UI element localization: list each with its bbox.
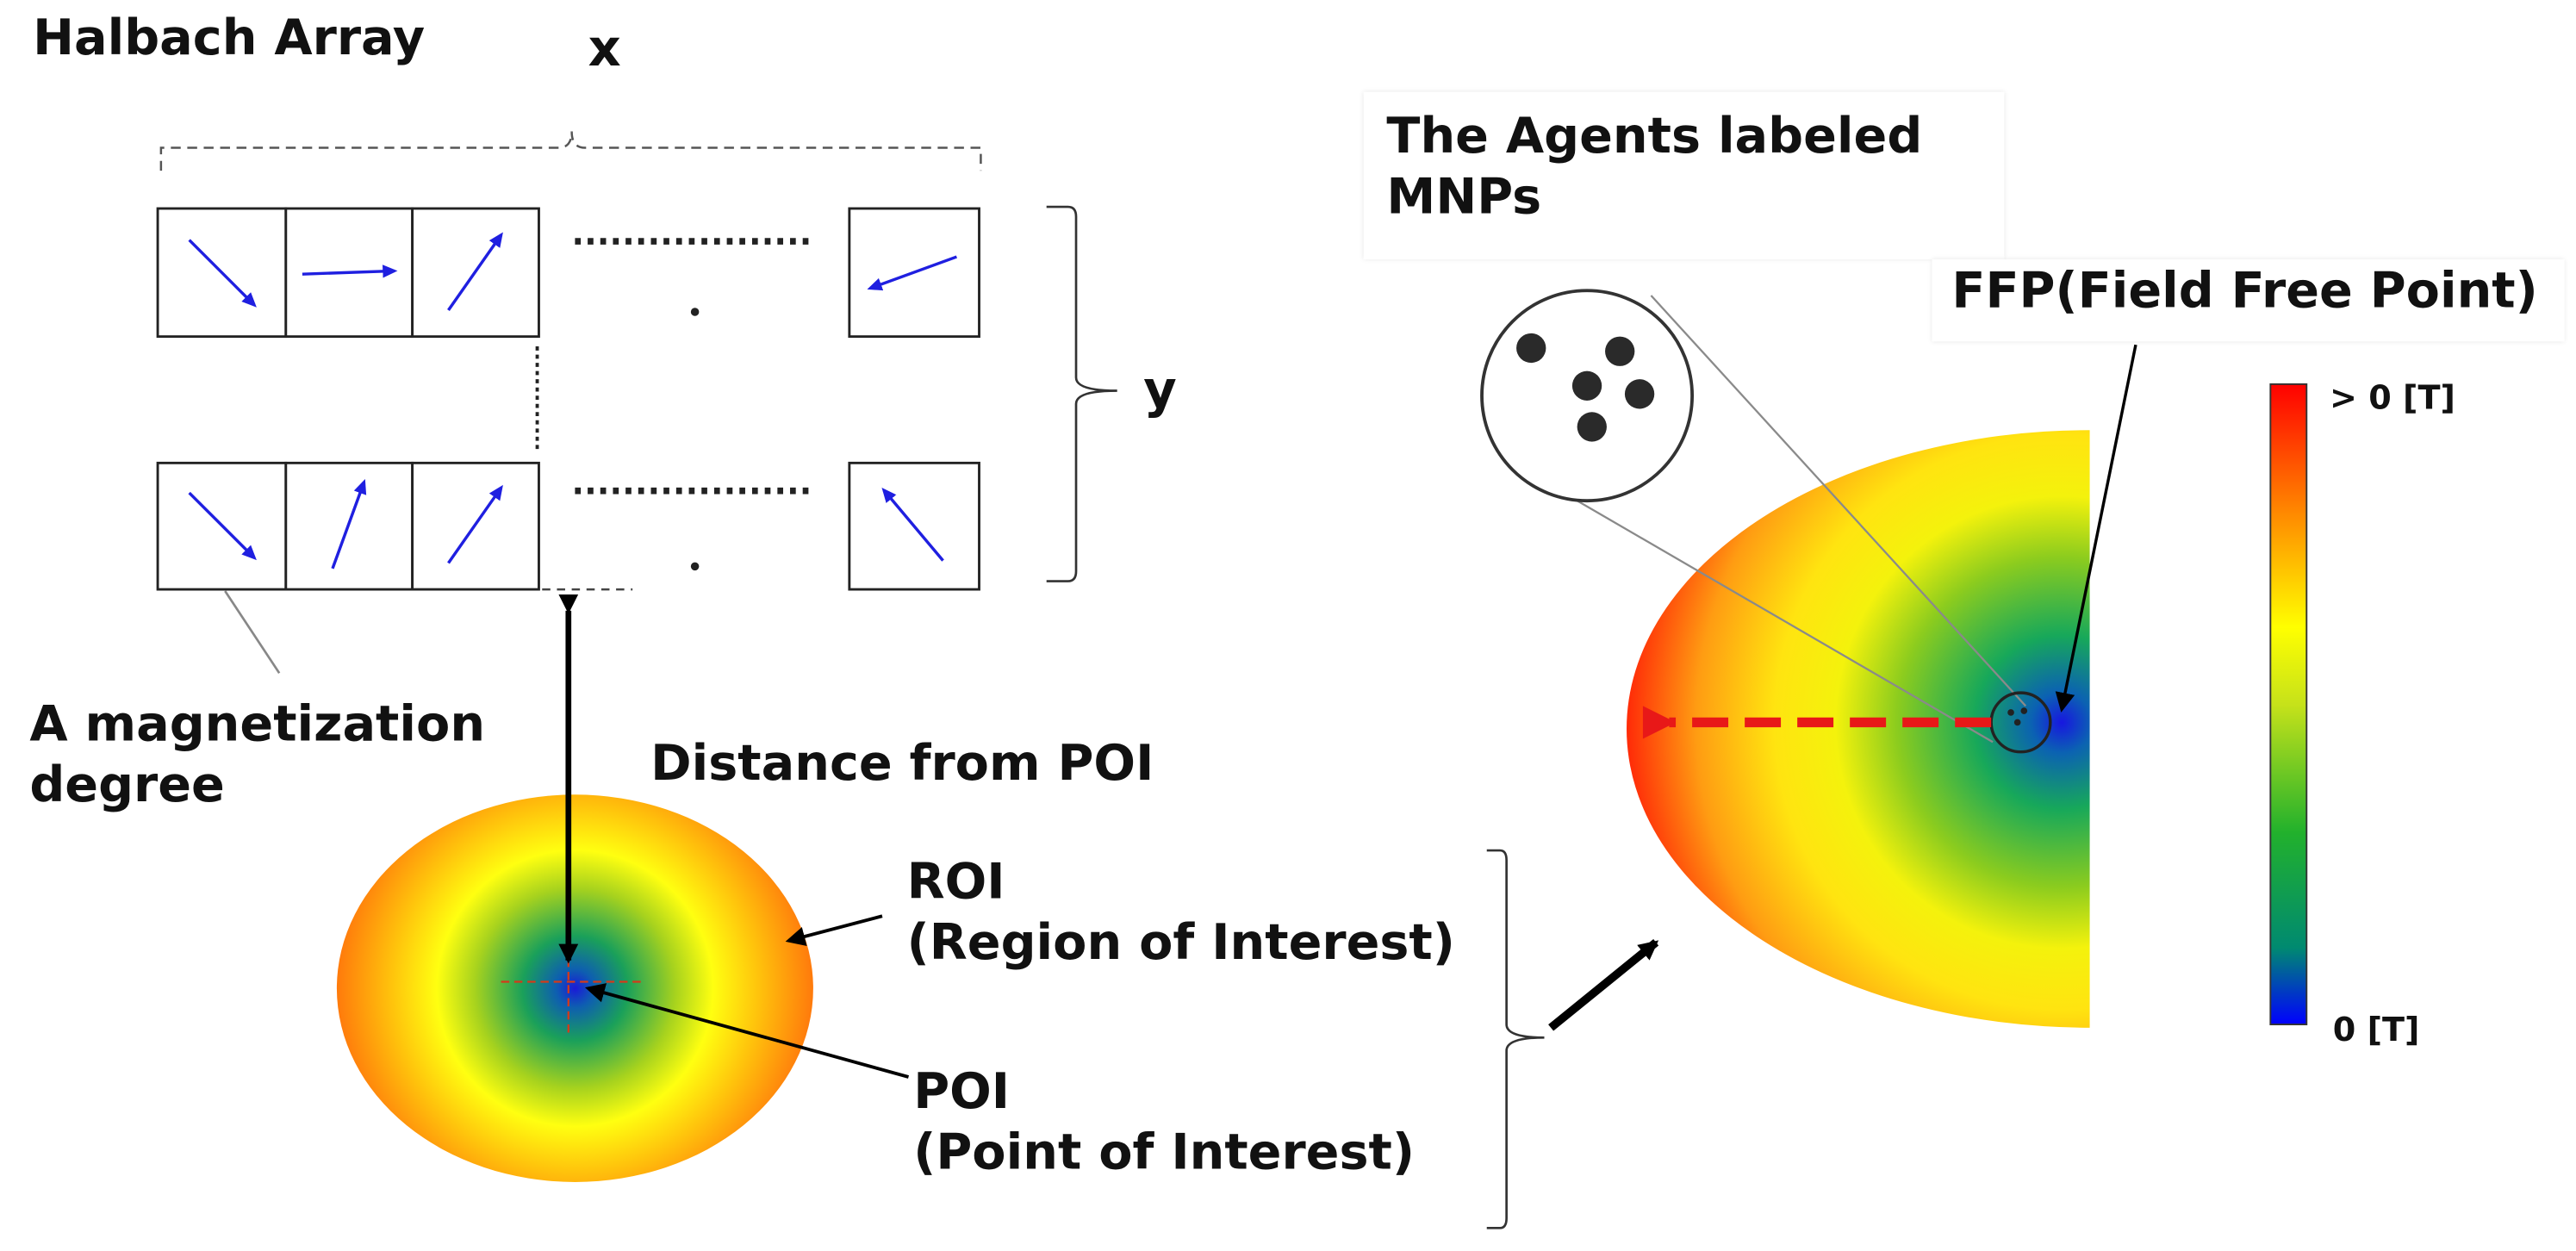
poi-label: POI (Point of Interest)	[913, 1064, 1415, 1184]
magnetization-label-line1: A magnetization	[29, 695, 486, 754]
ffp-panel	[1932, 259, 2565, 342]
agents-label: The Agents labeled MNPs	[1386, 109, 1922, 228]
ellipsis-dot	[690, 308, 700, 316]
roi-label-line2: (Region of Interest)	[906, 913, 1455, 972]
agents-label-line2: MNPs	[1386, 168, 1542, 227]
magnetization-label-line2: degree	[29, 756, 225, 814]
agents-panel	[1363, 91, 2005, 260]
magnetization-leader	[224, 590, 281, 674]
magnetization-arrow	[867, 255, 957, 291]
ffp-label: FFP(Field Free Point)	[1951, 262, 2538, 321]
halbach-title: Halbach Array	[33, 9, 426, 68]
mnp-particles	[1516, 333, 1655, 442]
magnetization-arrow	[188, 491, 257, 561]
zoom-line	[1557, 488, 1994, 744]
roi-ellipse	[336, 794, 813, 1182]
agents-label-line1: The Agents labeled	[1386, 108, 1923, 166]
roi-label: ROI (Region of Interest)	[907, 854, 1455, 974]
magnetization-arrow	[331, 479, 367, 569]
magnetization-arrow	[881, 487, 944, 562]
roi-label-line1: ROI	[906, 853, 1005, 912]
zoom-line	[1650, 295, 2027, 707]
ffp-particles	[2007, 707, 2028, 726]
x-axis-label: x	[588, 19, 621, 79]
poi-pointer	[584, 983, 910, 1079]
distance-label: Distance from POI	[650, 735, 1154, 794]
zoom-bracket	[1486, 849, 1545, 1229]
halbach-top-row	[156, 207, 980, 339]
scale-max-label: > 0 [T]	[2329, 377, 2455, 417]
magnetization-arrows	[188, 232, 957, 569]
transition-arrow	[1548, 939, 1659, 1031]
poi-label-line1: POI	[913, 1063, 1011, 1122]
scale-min-label: 0 [T]	[2332, 1009, 2420, 1049]
ellipsis-dot	[690, 562, 700, 571]
colorbar	[2269, 383, 2308, 1025]
field-half-ellipse	[1627, 430, 2090, 1028]
magnetization-arrow	[302, 265, 398, 278]
x-brace	[159, 131, 982, 171]
ffp-pointer	[2055, 344, 2137, 713]
poi-label-line2: (Point of Interest)	[913, 1123, 1416, 1182]
y-axis-label: y	[1143, 361, 1177, 420]
magnetization-arrow	[188, 239, 257, 308]
y-bracket	[1046, 205, 1117, 582]
magnetization-label: A magnetization degree	[29, 696, 485, 816]
halbach-bottom-row	[156, 461, 980, 591]
magnetization-arrow	[447, 232, 503, 312]
magnetization-arrow	[447, 484, 503, 564]
roi-pointer	[785, 914, 883, 947]
